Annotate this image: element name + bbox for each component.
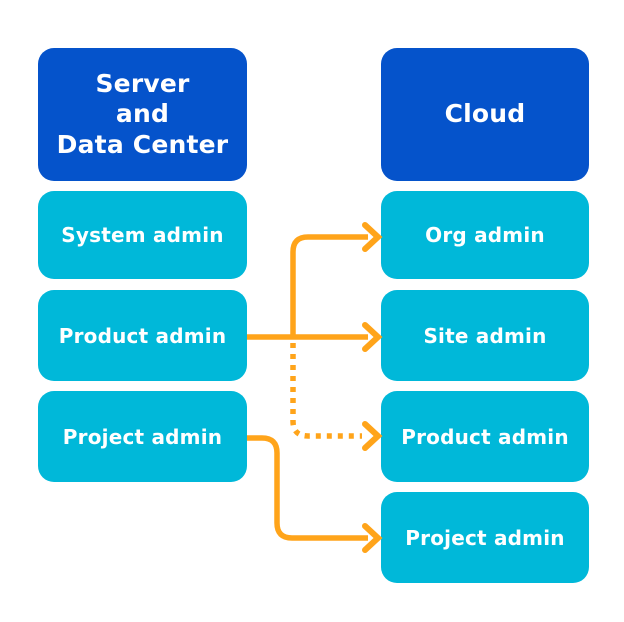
node-label: Project admin bbox=[62, 424, 223, 449]
node-cloud-header: Cloud bbox=[381, 48, 589, 181]
node-label: Project admin bbox=[405, 525, 565, 550]
arrow-line bbox=[247, 435, 368, 541]
arrow-project-admin-to-project-admin bbox=[247, 435, 383, 553]
node-system-admin: System admin bbox=[38, 191, 247, 279]
header-line: Server bbox=[95, 68, 190, 98]
node-label: Product admin bbox=[401, 424, 569, 449]
arrowhead-icon bbox=[362, 523, 383, 553]
arrow-line bbox=[290, 234, 368, 337]
node-label: Product admin bbox=[58, 323, 227, 348]
node-product-admin-cloud: Product admin bbox=[381, 391, 589, 482]
header-line: Data Center bbox=[56, 129, 229, 159]
node-project-admin-cloud: Project admin bbox=[381, 492, 589, 583]
node-label: Site admin bbox=[423, 323, 547, 348]
arrowhead-icon bbox=[362, 322, 383, 352]
arrow-product-admin-to-product-admin-dotted bbox=[290, 343, 383, 451]
header-line: Cloud bbox=[444, 99, 526, 129]
arrowhead-icon bbox=[362, 222, 383, 252]
arrow-product-admin-to-site-admin bbox=[247, 322, 383, 352]
node-project-admin-server: Project admin bbox=[38, 391, 247, 482]
node-product-admin-server: Product admin bbox=[38, 290, 247, 381]
node-server-data-center-header: Server and Data Center bbox=[38, 48, 247, 181]
node-site-admin: Site admin bbox=[381, 290, 589, 381]
arrow-line-dotted bbox=[290, 343, 362, 439]
node-label: Org admin bbox=[425, 223, 545, 247]
node-org-admin: Org admin bbox=[381, 191, 589, 279]
node-label: System admin bbox=[61, 223, 224, 247]
header-line: and bbox=[115, 99, 170, 129]
arrowhead-icon bbox=[362, 421, 383, 451]
arrow-product-admin-to-org-admin bbox=[290, 222, 383, 337]
